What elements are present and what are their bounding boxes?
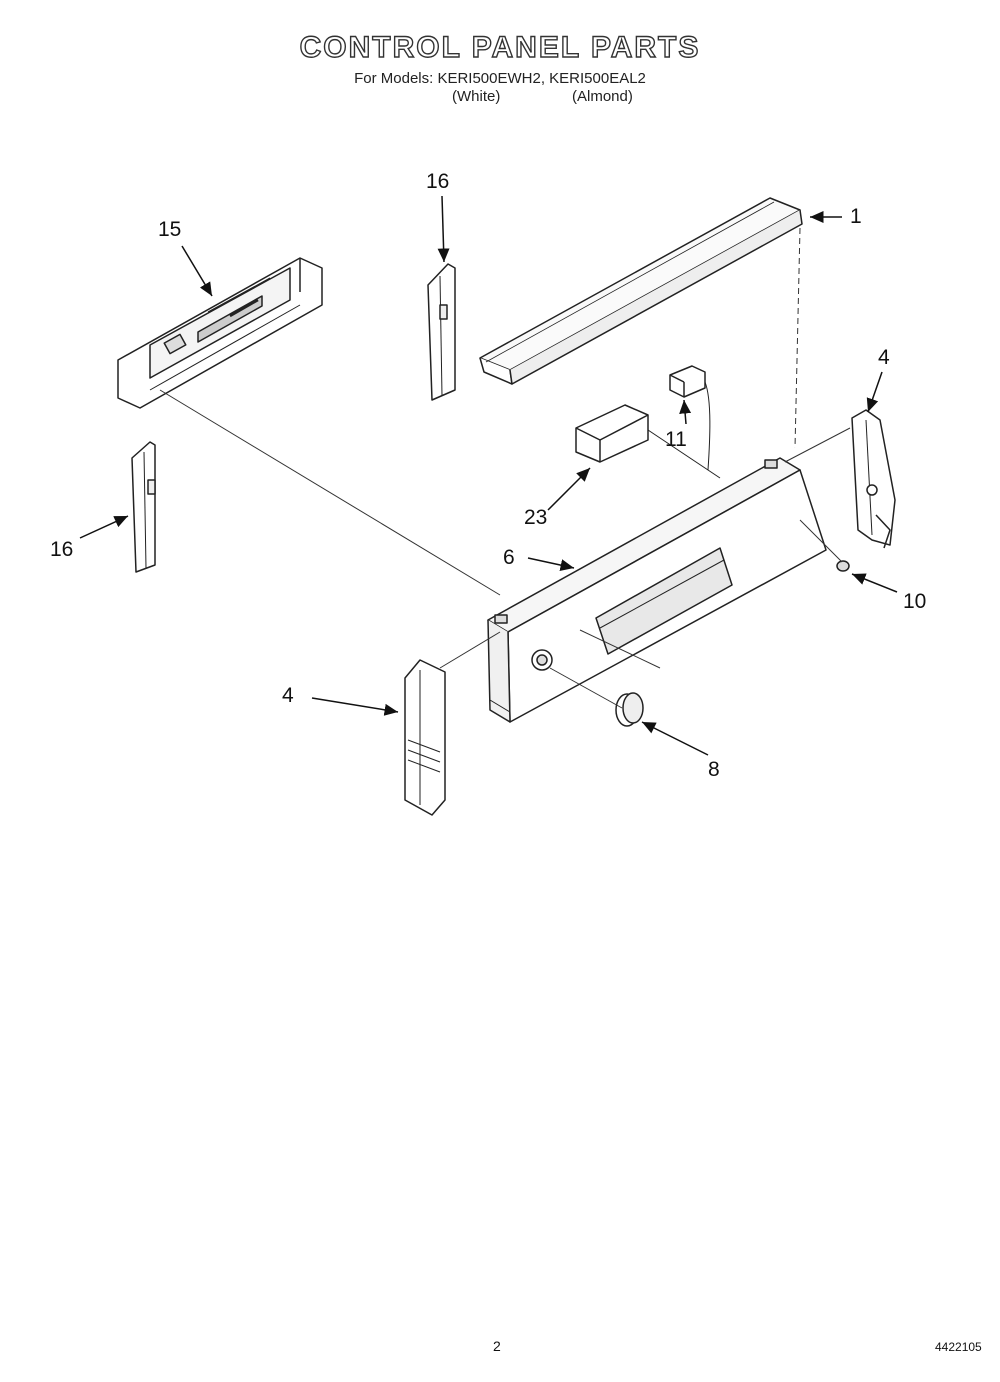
callout-15: 15: [158, 218, 182, 241]
assembly-lines: [159, 227, 851, 709]
callout-6: 6: [503, 546, 515, 569]
part-4-right-endcap: [851, 409, 896, 549]
callout-1: 1: [850, 205, 862, 228]
part-10-screw: [836, 560, 850, 572]
part-6-main-panel: [487, 457, 827, 723]
leader-arrows: [79, 195, 898, 756]
callout-16-left: 16: [50, 538, 74, 561]
color-almond-label: (Almond): [572, 88, 633, 105]
callout-10: 10: [903, 590, 927, 613]
part-23-switch-box: [575, 404, 721, 479]
callout-4-left: 4: [282, 684, 294, 707]
callout-8: 8: [708, 758, 720, 781]
document-code: 4422105: [935, 1340, 982, 1354]
part-16-left-bracket: [131, 441, 156, 573]
model-numbers: For Models: KERI500EWH2, KERI500EAL2: [354, 70, 646, 87]
callout-16-top: 16: [426, 170, 450, 193]
part-1-trim-strip: [479, 197, 803, 385]
part-4-left-endcap: [404, 659, 446, 816]
callout-11: 11: [665, 428, 687, 451]
callout-23: 23: [524, 506, 548, 529]
callout-4-right: 4: [878, 346, 890, 369]
page-number: 2: [493, 1338, 501, 1354]
part-16-top-bracket: [427, 263, 456, 401]
color-white-label: (White): [452, 88, 501, 105]
page-title: CONTROL PANEL PARTS: [299, 30, 701, 64]
part-8-knob: [615, 692, 644, 727]
part-15-control-board: [117, 257, 323, 409]
page-header: CONTROL PANEL PARTS For Models: KERI500E…: [0, 30, 1000, 88]
part-11-connector: [669, 365, 711, 471]
